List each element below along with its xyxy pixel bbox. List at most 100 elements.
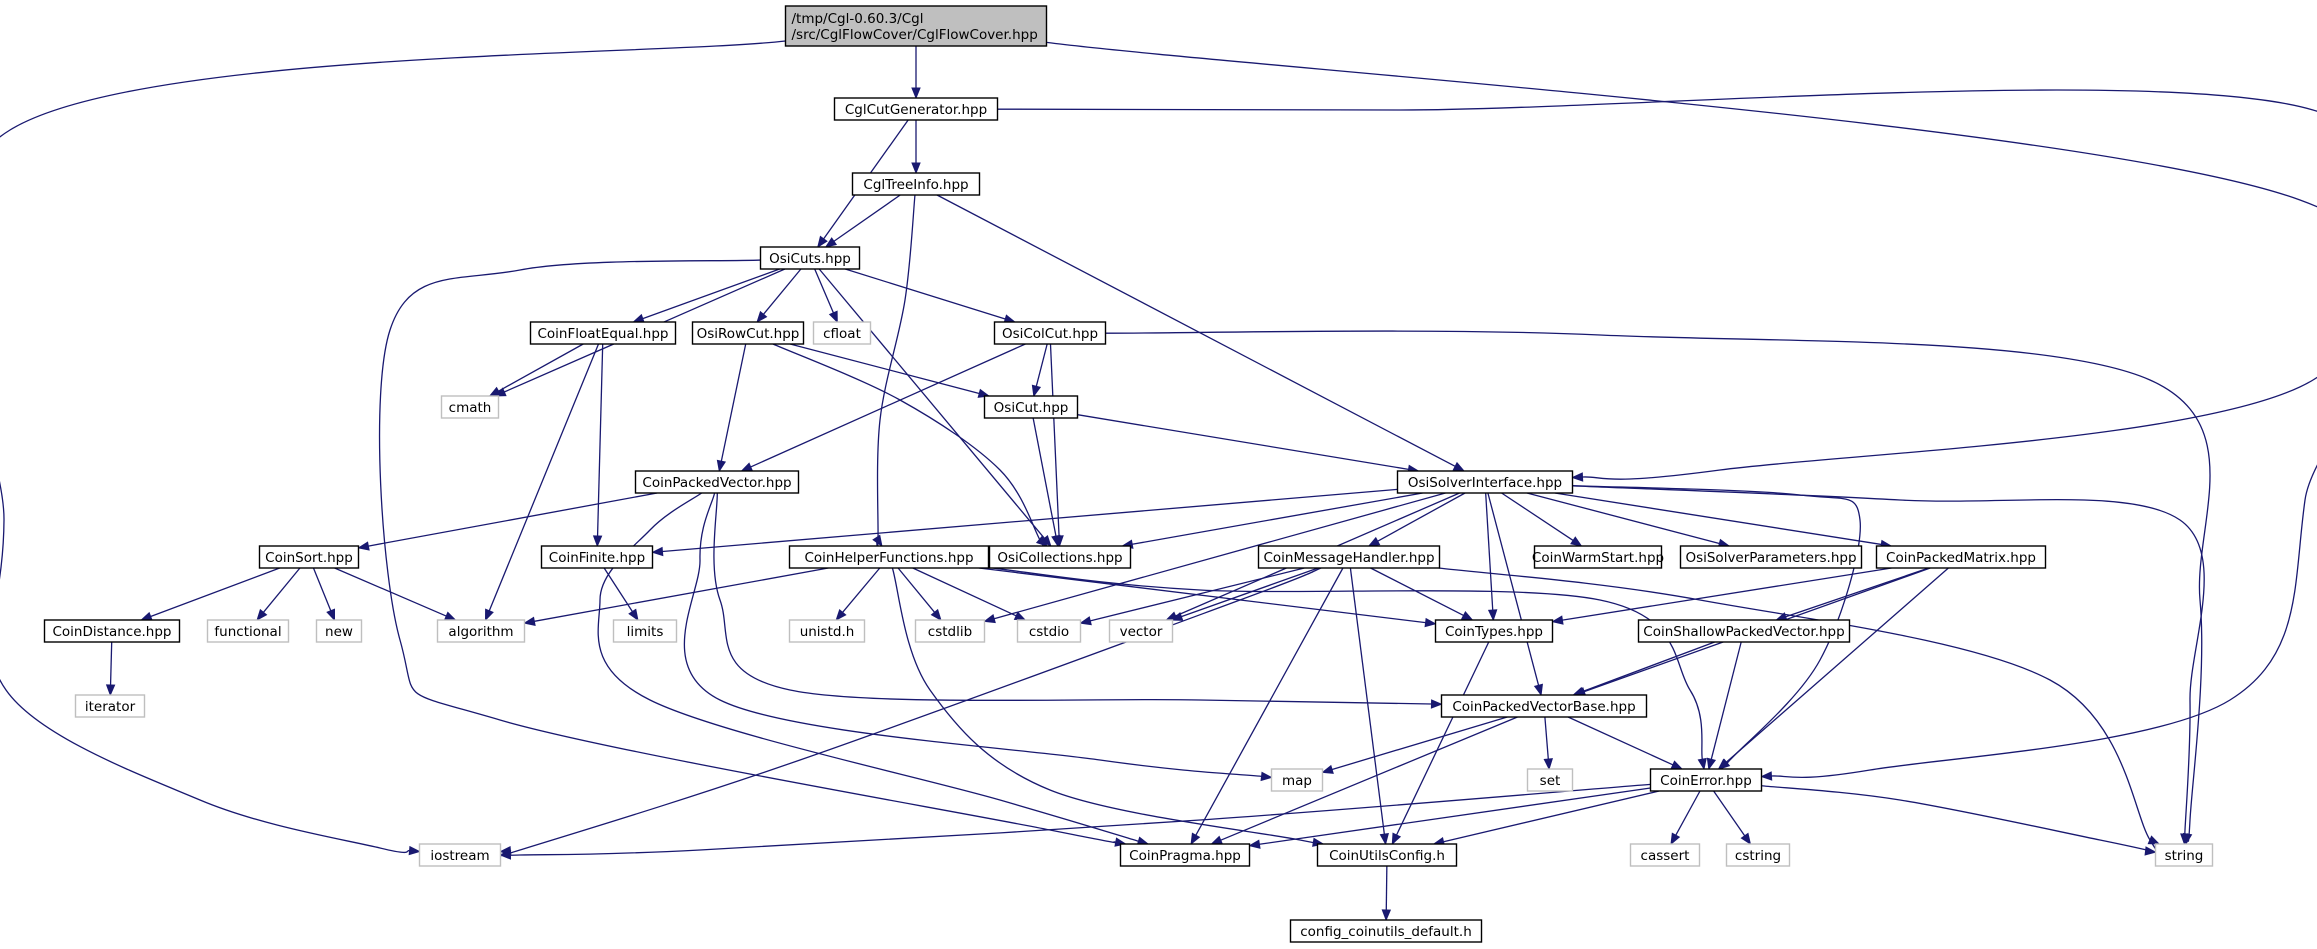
- edge-line: [1572, 485, 2205, 835]
- edge-CoinPackedVectorBase-to-CoinError: [1567, 716, 1684, 770]
- edge-OsiColCut-to-OsiCut: [1031, 343, 1048, 398]
- node-cstdlib: cstdlib: [914, 619, 986, 643]
- node-cassert: cassert: [1629, 843, 1701, 867]
- edge-line: [1090, 567, 1305, 622]
- edge-line: [978, 567, 1426, 624]
- node-label: OsiCuts.hpp: [769, 251, 851, 267]
- edge-OsiRowCut-to-OsiCut: [789, 343, 991, 398]
- node-CoinHelperFunctions[interactable]: CoinHelperFunctions.hpp: [788, 545, 990, 569]
- node-CoinFinite[interactable]: CoinFinite.hpp: [540, 545, 654, 569]
- node-CoinUtilsConfig[interactable]: CoinUtilsConfig.h: [1316, 843, 1458, 867]
- node-label: CoinMessageHandler.hpp: [1263, 550, 1434, 566]
- node-label: cassert: [1641, 848, 1690, 864]
- node-CoinPragma[interactable]: CoinPragma.hpp: [1119, 843, 1251, 867]
- arrowhead-icon: [1031, 384, 1042, 398]
- node-OsiCut[interactable]: OsiCut.hpp: [983, 395, 1079, 419]
- edge-CoinSort-to-algorithm: [334, 567, 457, 621]
- arrowhead-icon: [1079, 616, 1092, 626]
- node-CoinFloatEqual[interactable]: CoinFloatEqual.hpp: [529, 321, 677, 345]
- node-box: [812, 321, 872, 345]
- edge-CoinPackedVectorBase-to-map: [1321, 716, 1508, 774]
- edge-line: [1195, 567, 1344, 836]
- edge-CglTreeInfo-to-OsiSolverInterface: [936, 194, 1466, 472]
- edge-CoinFloatEqual-to-algorithm: [484, 343, 600, 622]
- node-label: CoinPragma.hpp: [1129, 848, 1241, 864]
- arrowhead-icon: [1551, 615, 1564, 625]
- arrowhead-icon: [1460, 611, 1474, 621]
- node-CglTreeInfo[interactable]: CglTreeInfo.hpp: [851, 172, 981, 196]
- node-CoinDistance[interactable]: CoinDistance.hpp: [43, 619, 181, 643]
- arrowhead-icon: [326, 608, 335, 622]
- arrowhead-icon: [1533, 683, 1543, 697]
- edge-line: [0, 40, 786, 854]
- node-CoinPackedVectorBase[interactable]: CoinPackedVectorBase.hpp: [1440, 694, 1648, 718]
- edge-line: [720, 343, 747, 462]
- node-CglCutGenerator[interactable]: CglCutGenerator.hpp: [833, 97, 999, 121]
- node-box: [1016, 619, 1082, 643]
- edge-line: [988, 566, 1703, 760]
- edge-CoinShallowPackedVector-to-CoinPackedVectorBase: [1572, 641, 1715, 696]
- arrowhead-icon: [1571, 472, 1584, 482]
- edge-CoinPackedVectorBase-to-set: [1543, 716, 1553, 771]
- node-CoinTypes[interactable]: CoinTypes.hpp: [1434, 619, 1554, 643]
- arrowhead-icon: [256, 608, 268, 622]
- node-CoinPackedMatrix[interactable]: CoinPackedMatrix.hpp: [1875, 545, 2047, 569]
- edge-line: [1438, 567, 2158, 853]
- edge-OsiCuts-to-OsiColCut: [845, 268, 1017, 324]
- edge-OsiSolverInterface-to-OsiCollections: [1120, 492, 1423, 549]
- edge-line: [1105, 330, 2211, 842]
- edge-line: [1385, 865, 1388, 911]
- node-CoinError[interactable]: CoinError.hpp: [1649, 768, 1763, 792]
- arrowhead-icon: [983, 614, 996, 624]
- node-CoinWarmStart[interactable]: CoinWarmStart.hpp: [1532, 545, 1664, 569]
- arrowhead-icon: [1035, 535, 1049, 547]
- node-box: [1629, 843, 1701, 867]
- node-box: [1440, 694, 1648, 718]
- node-box: [1270, 768, 1324, 792]
- edge-CglCutGenerator-to-OsiSolverInterface: [997, 89, 2317, 482]
- node-box: [788, 619, 866, 643]
- node-CoinPackedVector[interactable]: CoinPackedVector.hpp: [634, 470, 800, 494]
- edge-line: [814, 268, 834, 314]
- node-CoinSort[interactable]: CoinSort.hpp: [258, 545, 360, 569]
- arrowhead-icon: [911, 87, 921, 100]
- edge-line: [603, 567, 633, 612]
- arrowhead-icon: [1379, 833, 1389, 846]
- arrowhead-icon: [488, 386, 502, 397]
- node-unistd: unistd.h: [788, 619, 866, 643]
- node-algorithm: algorithm: [436, 619, 526, 643]
- edge-CoinMessageHandler-to-vector: [1170, 567, 1319, 621]
- node-label: map: [1282, 773, 1312, 789]
- node-OsiColCut[interactable]: OsiColCut.hpp: [993, 321, 1107, 345]
- arrowhead-icon: [756, 310, 768, 324]
- node-OsiSolverParameters[interactable]: OsiSolverParameters.hpp: [1679, 545, 1863, 569]
- edge-CoinPackedMatrix-to-CoinError: [1717, 567, 1949, 770]
- edge-OsiSolverInterface-to-CoinPackedMatrix: [1554, 492, 1893, 550]
- node-OsiCuts[interactable]: OsiCuts.hpp: [759, 246, 861, 270]
- node-CoinMessageHandler[interactable]: CoinMessageHandler.hpp: [1257, 545, 1441, 569]
- edge-line: [1046, 41, 2317, 779]
- node-vector: vector: [1108, 619, 1174, 643]
- edge-OsiSolverInterface-to-CoinFinite: [651, 488, 1398, 557]
- edge-CoinError-to-CoinPragma: [1248, 787, 1651, 849]
- node-label: CoinFinite.hpp: [549, 550, 645, 566]
- edge-line: [1349, 567, 1385, 835]
- node-OsiRowCut[interactable]: OsiRowCut.hpp: [691, 321, 805, 345]
- node-config_coinutils_default[interactable]: config_coinutils_default.h: [1289, 919, 1483, 943]
- node-iterator: iterator: [74, 694, 146, 718]
- edge-line: [1554, 492, 1882, 546]
- node-OsiCollections[interactable]: OsiCollections.hpp: [988, 545, 1132, 569]
- node-CoinShallowPackedVector[interactable]: CoinShallowPackedVector.hpp: [1637, 619, 1851, 643]
- node-box: [1257, 545, 1441, 569]
- edge-OsiCuts-to-cfloat: [814, 268, 838, 324]
- node-box: [440, 395, 500, 419]
- node-label: CoinHelperFunctions.hpp: [804, 550, 973, 566]
- node-label: OsiCut.hpp: [994, 400, 1069, 416]
- edge-line: [1675, 790, 1701, 836]
- edge-OsiRowCut-to-CoinPackedVector: [716, 343, 747, 473]
- node-OsiSolverInterface[interactable]: OsiSolverInterface.hpp: [1396, 470, 1574, 494]
- arrowhead-icon: [1706, 757, 1717, 771]
- arrowhead-icon: [930, 608, 942, 622]
- node-root[interactable]: /tmp/Cgl-0.60.3/Cgl/src/CglFlowCover/Cgl…: [784, 5, 1048, 47]
- edge-line: [936, 194, 1456, 467]
